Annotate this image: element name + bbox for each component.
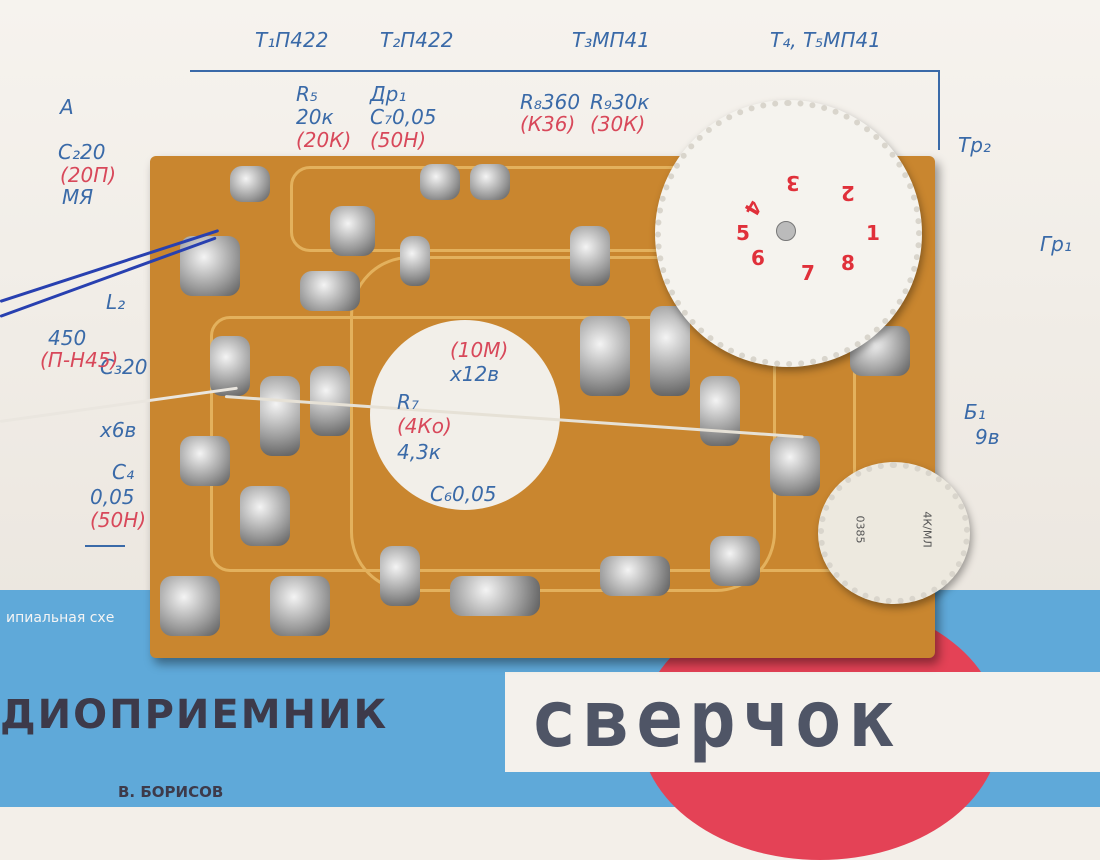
schematic-label: C₇0,05 [370, 105, 437, 129]
solder-pad [300, 271, 360, 311]
schematic-label: 0,05 [90, 485, 135, 509]
schematic-label: 9в [975, 425, 1000, 449]
solder-pad [230, 166, 270, 202]
solder-pad [420, 164, 460, 200]
schematic-red-label: (10М) [450, 338, 509, 362]
volume-dial-text: 0385 [853, 515, 867, 544]
solder-pad [600, 556, 670, 596]
schematic-label: 4,3к [397, 440, 441, 464]
schematic-red-label: (4Ко) [397, 414, 452, 438]
volume-dial[interactable]: 0385 4К/МЛ [818, 462, 970, 604]
copper-trace [350, 256, 776, 592]
schematic-label: R₈360 [520, 90, 581, 114]
schematic-label: Б₁ [964, 400, 986, 424]
schematic-label: Гр₁ [1040, 232, 1072, 256]
schematic-label: C₆0,05 [430, 482, 497, 506]
schematic-red-label: (20К) [296, 128, 352, 152]
schematic-label: 20к [296, 105, 334, 129]
dial-number: 1 [866, 221, 880, 245]
solder-pad [450, 576, 540, 616]
solder-pad [330, 206, 375, 256]
brand-panel [505, 672, 1100, 772]
dial-number: 8 [841, 251, 855, 275]
screw-icon [776, 221, 796, 241]
schematic-label: x6в [100, 418, 137, 442]
cover-author: В. БОРИСОВ [118, 783, 224, 801]
schematic-red-label: (П-Н45) [40, 348, 119, 372]
schematic-red-label: (50Н) [90, 508, 147, 532]
solder-pad [260, 376, 300, 456]
dial-number: 3 [786, 171, 800, 195]
schematic-label: T₄, T₅МП41 [770, 28, 881, 52]
dial-number: 2 [841, 181, 855, 205]
tuning-dial[interactable]: 1 2 3 4 5 6 7 8 [655, 100, 922, 367]
schematic-label: Tр₂ [958, 133, 991, 157]
schematic-label: МЯ [62, 185, 94, 209]
schematic-label: A [60, 95, 74, 119]
schematic-label: C₂20 [58, 140, 106, 164]
dial-number: 6 [751, 246, 765, 270]
solder-pad [380, 546, 420, 606]
solder-pad [180, 436, 230, 486]
solder-pad [160, 576, 220, 636]
schematic-label: Др₁ [370, 82, 407, 106]
schematic-wire [190, 70, 940, 72]
solder-pad [580, 316, 630, 396]
schematic-label: C₄ [112, 460, 134, 484]
schematic-label: T₃МП41 [572, 28, 650, 52]
dial-number: 5 [736, 221, 750, 245]
solder-pad [270, 576, 330, 636]
schematic-label: T₂П422 [380, 28, 454, 52]
schematic-label: 450 [48, 326, 87, 350]
dial-number: 7 [801, 261, 815, 285]
schematic-label: C₃20 [100, 355, 148, 379]
solder-pad [570, 226, 610, 286]
solder-pad [240, 486, 290, 546]
schematic-label: R₉30к [590, 90, 650, 114]
schematic-label: R₇ [397, 390, 419, 414]
solder-pad [210, 336, 250, 396]
solder-pad [700, 376, 740, 446]
solder-pad [770, 436, 820, 496]
schematic-red-label: (50Н) [370, 128, 427, 152]
cover-subtitle: ипиальная схе [6, 610, 115, 626]
solder-pad [710, 536, 760, 586]
board-cutout [370, 320, 560, 510]
solder-pad [470, 164, 510, 200]
schematic-red-label: (К36) [520, 112, 576, 136]
solder-pad [400, 236, 430, 286]
dial-number: 4 [739, 195, 767, 221]
schematic-label: T₁П422 [255, 28, 329, 52]
solder-pad [650, 306, 690, 396]
schematic-wire [938, 70, 940, 150]
schematic-label: L₂ [106, 290, 126, 314]
volume-dial-text: 4К/МЛ [920, 511, 934, 548]
brand-logo: сверчок [530, 675, 901, 765]
cover-title: ДИОПРИЕМНИК [0, 692, 389, 738]
schematic-label: x12в [450, 362, 500, 386]
schematic-red-label: (30К) [590, 112, 646, 136]
schematic-label: R₅ [296, 82, 318, 106]
schematic-red-label: (20П) [60, 163, 117, 187]
schematic-wire [85, 545, 125, 547]
